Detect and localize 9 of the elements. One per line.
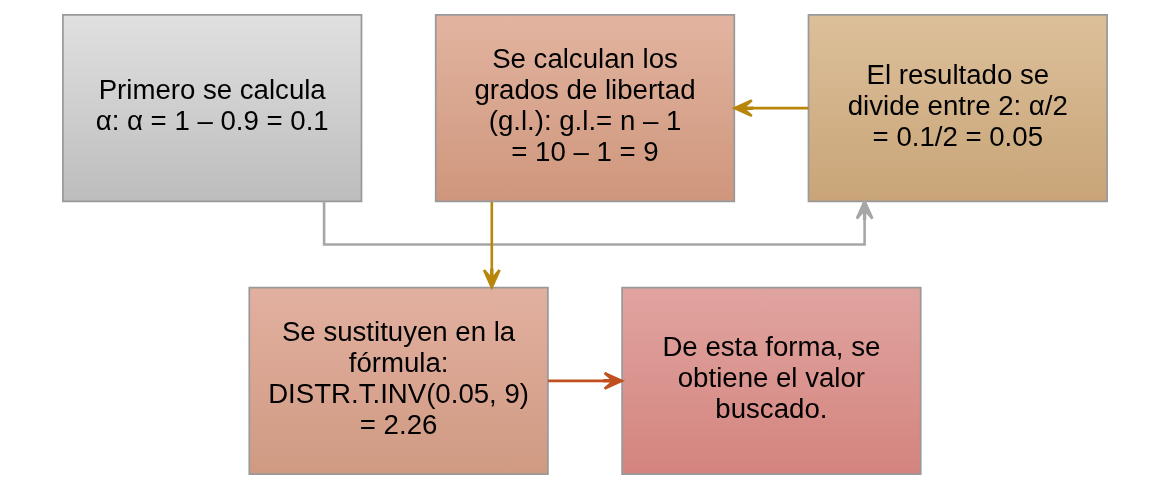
node-box: Primero se calcula α: α = 1 – 0.9 = 0.1 — [62, 14, 363, 203]
node-box: Se calculan los grados de libertad (g.l.): g.l.= n – 1 = 10 – 1 = 9 — [434, 14, 736, 203]
arrow — [482, 202, 501, 289]
node-box: De esta forma, se obtiene el valor buscado. — [621, 286, 922, 475]
node-box: Se sustituyen en la fórmula: DISTR.T.INV(0.05, 9) = 2.26 — [248, 286, 549, 475]
arrow — [733, 99, 809, 118]
arrow — [322, 200, 874, 246]
node-box: El resultado se divide entre 2: α/2 = 0.1/2 = 0.05 — [807, 14, 1108, 203]
arrow — [548, 371, 624, 390]
